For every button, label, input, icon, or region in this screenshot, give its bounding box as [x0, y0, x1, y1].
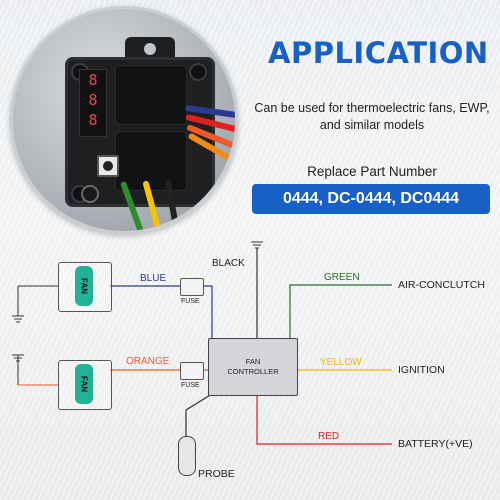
fuse-label: FUSE — [181, 298, 200, 305]
fuse-icon — [180, 278, 204, 296]
relay — [115, 131, 187, 191]
ground-icon — [12, 286, 24, 323]
fuse-icon — [180, 362, 204, 380]
relay — [115, 65, 187, 125]
screw-hole-icon — [189, 63, 207, 81]
page-title: APPLICATION — [268, 36, 489, 70]
probe-label: PROBE — [198, 468, 235, 480]
controller-label-line1: FAN — [245, 357, 261, 366]
part-numbers-badge: 0444, DC-0444, DC0444 — [252, 184, 490, 214]
application-description: Can be used for thermoelectric fans, EWP… — [254, 101, 490, 132]
fan-badge: FAN — [75, 364, 93, 404]
capacitor-icon — [81, 185, 99, 203]
battery-label: BATTERY(+VE) — [398, 438, 473, 450]
fan-badge: FAN — [75, 266, 93, 306]
probe-icon — [178, 436, 196, 476]
red-wire-label: RED — [318, 431, 340, 442]
blue-wire-label: BLUE — [140, 273, 167, 284]
black-wire-label: BLACK — [212, 258, 245, 269]
air-conclutch-label: AIR-CONCLUTCH — [398, 279, 485, 291]
fuse-label: FUSE — [181, 382, 200, 389]
green-wire-label: GREEN — [324, 272, 360, 283]
ignition-label: IGNITION — [398, 364, 445, 376]
push-button-icon — [97, 155, 119, 177]
replace-part-label: Replace Part Number — [307, 164, 437, 179]
yellow-wire-label: YELLOW — [320, 357, 362, 368]
ground-icon — [12, 354, 24, 385]
orange-wire-label: ORANGE — [126, 356, 170, 367]
fan-controller-box: FAN CONTROLLER — [208, 338, 298, 396]
controller-label-line2: CONTROLLER — [227, 367, 279, 376]
ground-icon — [251, 241, 263, 249]
wiring-diagram — [12, 241, 392, 445]
